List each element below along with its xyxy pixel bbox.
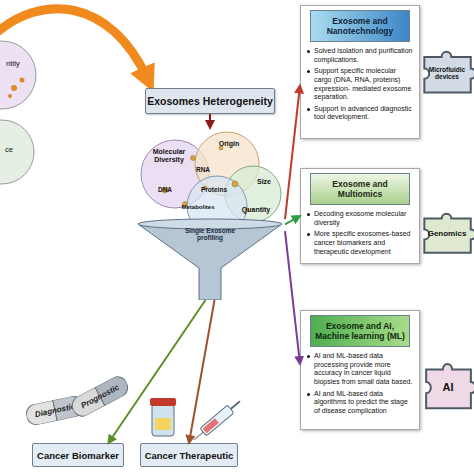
box-label: Cancer Biomarker — [37, 450, 119, 461]
bullet-dot — [307, 355, 310, 358]
puzzle-piece: Genomics — [420, 212, 474, 256]
bullet-row: AI and ML-based data algorithms to predi… — [306, 390, 414, 416]
bullet-text: Decoding exosome molecular diversity — [314, 210, 414, 227]
venn-label: Proteins — [197, 186, 231, 193]
bullet-row: AI and ML-based data processing provide … — [306, 352, 414, 386]
outcome-box: Cancer Biomarker — [32, 443, 124, 467]
venn-label: Origin — [214, 140, 244, 148]
bullet-row: More specific exosomes-based cancer biom… — [306, 230, 414, 256]
syringe-plunger — [231, 401, 240, 409]
panel-header: Exosome and Nanotechnology — [310, 10, 410, 42]
funnel-label: Single Exosome profiling — [173, 227, 247, 242]
syringe-liquid — [203, 418, 219, 433]
box-label: Exosomes Heterogeneity — [147, 95, 272, 107]
puzzle-piece: AI — [422, 362, 474, 412]
exosome-dot — [232, 181, 238, 187]
venn-label: Molecular Diversity — [148, 148, 190, 163]
bullet-dot — [307, 108, 310, 111]
venn-label: RNA — [192, 166, 214, 173]
bullet-text: AI and ML-based data processing provide … — [314, 352, 414, 386]
bullet-row: Support in advanced diagnostic tool deve… — [306, 105, 414, 122]
bullet-text: AI and ML-based data algorithms to predi… — [314, 390, 414, 416]
puzzle-piece: Microfluidic devices — [420, 50, 474, 96]
curved-arrow — [0, 9, 148, 80]
puzzle-outline — [424, 214, 474, 253]
vial-body — [152, 404, 174, 436]
bullet-row: Support specific molecular cargo (DNA, R… — [306, 67, 414, 101]
flow-arrow — [285, 231, 300, 364]
syringe-needle — [194, 432, 203, 440]
venn-label: Quantity — [236, 206, 276, 214]
puzzle-label: Microfluidic devices — [420, 66, 474, 80]
vial-icon — [150, 398, 176, 436]
exosome-dot — [191, 156, 196, 161]
pill-capsule: Prognostic — [69, 373, 132, 420]
flow-arrow — [285, 216, 300, 224]
syringe-barrel — [200, 405, 234, 436]
syringe-icon — [191, 397, 243, 443]
vial-cap — [150, 398, 176, 406]
venn-label: ce — [0, 146, 18, 154]
box-label: Cancer Therapeutic — [145, 450, 234, 461]
topic-panel: Exosome and AI, Machine learning (ML) AI … — [300, 310, 420, 430]
bullet-text: Support specific molecular cargo (DNA, R… — [314, 67, 414, 101]
heading-box: Exosomes Heterogeneity — [145, 88, 275, 114]
flow-arrow — [285, 85, 300, 219]
bullet-text: Support in advanced diagnostic tool deve… — [314, 105, 414, 122]
source-circle — [0, 120, 34, 184]
bullet-dot — [307, 70, 310, 73]
venn-label: ntity — [0, 60, 26, 68]
puzzle-label: AI — [443, 381, 454, 393]
bullet-text: More specific exosomes-based cancer biom… — [314, 230, 414, 256]
puzzle-label: Genomics — [428, 230, 467, 239]
bullet-dot — [307, 213, 310, 216]
vial-label — [155, 418, 171, 430]
panel-header: Exosome and AI, Machine learning (ML) — [310, 315, 410, 347]
bullet-dot — [307, 233, 310, 236]
particle-dot — [8, 94, 12, 98]
flow-arrow — [108, 300, 205, 443]
funnel-body — [138, 224, 282, 300]
topic-panel: Exosome and NanotechnologySolved isolati… — [300, 5, 420, 139]
outcome-box: Cancer Therapeutic — [140, 443, 238, 467]
bullet-dot — [307, 393, 310, 396]
panel-header: Exosome and Multiomics — [310, 173, 410, 205]
bullet-text: Solved isolation and purification compli… — [314, 47, 414, 64]
topic-panel: Exosome and MultiomicsDecoding exosome m… — [300, 168, 420, 264]
flow-arrow — [209, 114, 211, 128]
bullet-row: Solved isolation and purification compli… — [306, 47, 414, 64]
bullet-dot — [307, 50, 310, 53]
flow-arrow — [189, 300, 215, 443]
particle-dot — [11, 85, 17, 91]
venn-label: DNA — [154, 186, 176, 193]
venn-label: Metabolites — [176, 204, 220, 211]
source-circle — [0, 41, 36, 109]
venn-label: Size — [252, 178, 276, 186]
particle-dot — [20, 78, 25, 83]
puzzle-outline — [426, 364, 474, 408]
bullet-row: Decoding exosome molecular diversity — [306, 210, 414, 227]
